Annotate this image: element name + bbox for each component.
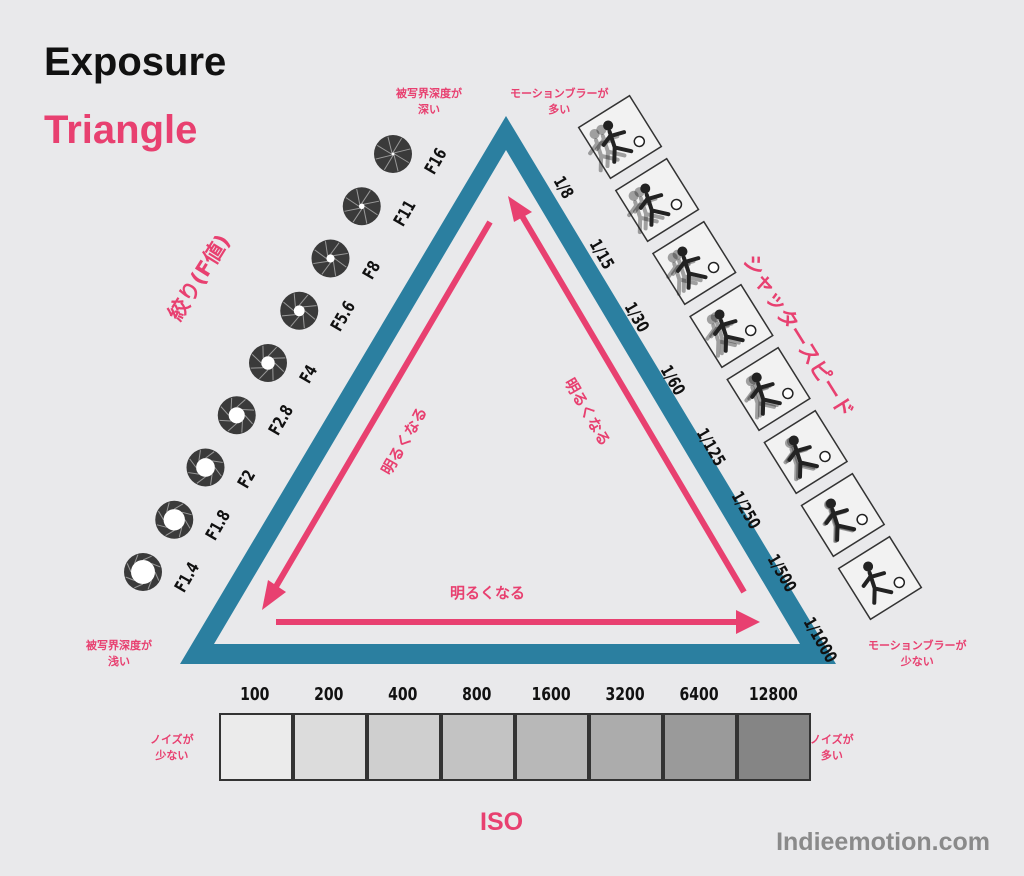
aperture-note-bottom-line1: 被写界深度が bbox=[86, 639, 152, 652]
iso-value-label: 400 bbox=[388, 684, 418, 705]
shutter-note-bottom: モーションブラーが 少ない bbox=[868, 638, 966, 670]
aperture-icon bbox=[311, 239, 350, 278]
iso-value-label: 200 bbox=[314, 684, 344, 705]
aperture-icon bbox=[155, 500, 194, 539]
arrow-right-brighter bbox=[508, 196, 747, 594]
iso-noise-box bbox=[367, 713, 441, 781]
runner-figure bbox=[822, 498, 868, 544]
iso-value-label: 1600 bbox=[531, 684, 571, 705]
shutter-box bbox=[800, 472, 886, 558]
runner-figure bbox=[783, 435, 831, 482]
runner-figure bbox=[705, 309, 757, 358]
aperture-icon bbox=[374, 135, 412, 173]
iso-note-left: ノイズが 少ない bbox=[150, 732, 194, 764]
shutter-boxes bbox=[577, 94, 923, 621]
iso-value-label: 6400 bbox=[679, 684, 719, 705]
title-triangle: Triangle bbox=[44, 108, 198, 152]
iso-heading: ISO bbox=[480, 808, 524, 836]
title-exposure: Exposure bbox=[44, 40, 227, 84]
shutter-box bbox=[837, 535, 923, 621]
iso-value-label: 100 bbox=[240, 684, 270, 705]
shutter-box bbox=[577, 94, 663, 180]
shutter-note-top-line1: モーションブラーが bbox=[510, 87, 609, 100]
aperture-note-bottom: 被写界深度が 浅い bbox=[86, 638, 152, 670]
iso-value-label: 3200 bbox=[605, 684, 645, 705]
shutter-box bbox=[651, 220, 737, 306]
aperture-note-top: 被写界深度が 深い bbox=[396, 86, 462, 118]
shutter-note-bottom-line1: モーションブラーが bbox=[868, 639, 967, 652]
aperture-icon bbox=[249, 344, 287, 382]
aperture-note-top-line1: 被写界深度が bbox=[396, 87, 462, 100]
iso-noise-box bbox=[219, 713, 293, 781]
iso-note-left-line2: 少ない bbox=[155, 749, 189, 762]
aperture-icons bbox=[124, 135, 412, 591]
arrow-left-brighter bbox=[262, 220, 493, 610]
iso-value-label: 12800 bbox=[748, 684, 798, 705]
iso-value-label: 800 bbox=[462, 684, 492, 705]
iso-note-left-line1: ノイズが bbox=[150, 733, 194, 746]
runner-figure bbox=[588, 120, 646, 173]
aperture-icon bbox=[124, 553, 162, 591]
aperture-icon bbox=[280, 291, 319, 330]
iso-noise-box bbox=[589, 713, 663, 781]
arrow-bottom-label: 明るくなる bbox=[450, 584, 526, 602]
iso-noise-box bbox=[293, 713, 367, 781]
iso-note-right-line2: 多い bbox=[820, 749, 843, 762]
arrow-bottom-brighter bbox=[276, 610, 760, 634]
runner-figure bbox=[861, 561, 906, 605]
aperture-note-bottom-line2: 浅い bbox=[108, 655, 130, 668]
iso-note-right-line1: ノイズが bbox=[810, 733, 854, 746]
runner-figure bbox=[666, 246, 720, 296]
aperture-icon bbox=[217, 396, 256, 435]
iso-noise-box bbox=[441, 713, 515, 781]
shutter-box bbox=[726, 346, 811, 432]
iso-noise-box bbox=[515, 713, 589, 781]
iso-noise-box bbox=[663, 713, 737, 781]
shutter-note-top-line2: 多い bbox=[548, 103, 571, 116]
aperture-icon bbox=[342, 187, 381, 226]
shutter-box bbox=[763, 409, 849, 495]
aperture-note-top-line2: 深い bbox=[418, 103, 440, 116]
iso-note-right: ノイズが 多い bbox=[810, 732, 854, 764]
shutter-note-top: モーションブラーが 多い bbox=[510, 86, 608, 118]
shutter-note-bottom-line2: 少ない bbox=[900, 655, 934, 668]
runner-figure bbox=[627, 183, 683, 235]
iso-noise-box bbox=[737, 713, 811, 781]
aperture-icon bbox=[186, 448, 225, 487]
watermark: Indieemotion.com bbox=[776, 828, 990, 856]
shutter-box bbox=[614, 157, 700, 243]
shutter-box bbox=[689, 283, 774, 369]
runner-figure bbox=[744, 372, 794, 420]
